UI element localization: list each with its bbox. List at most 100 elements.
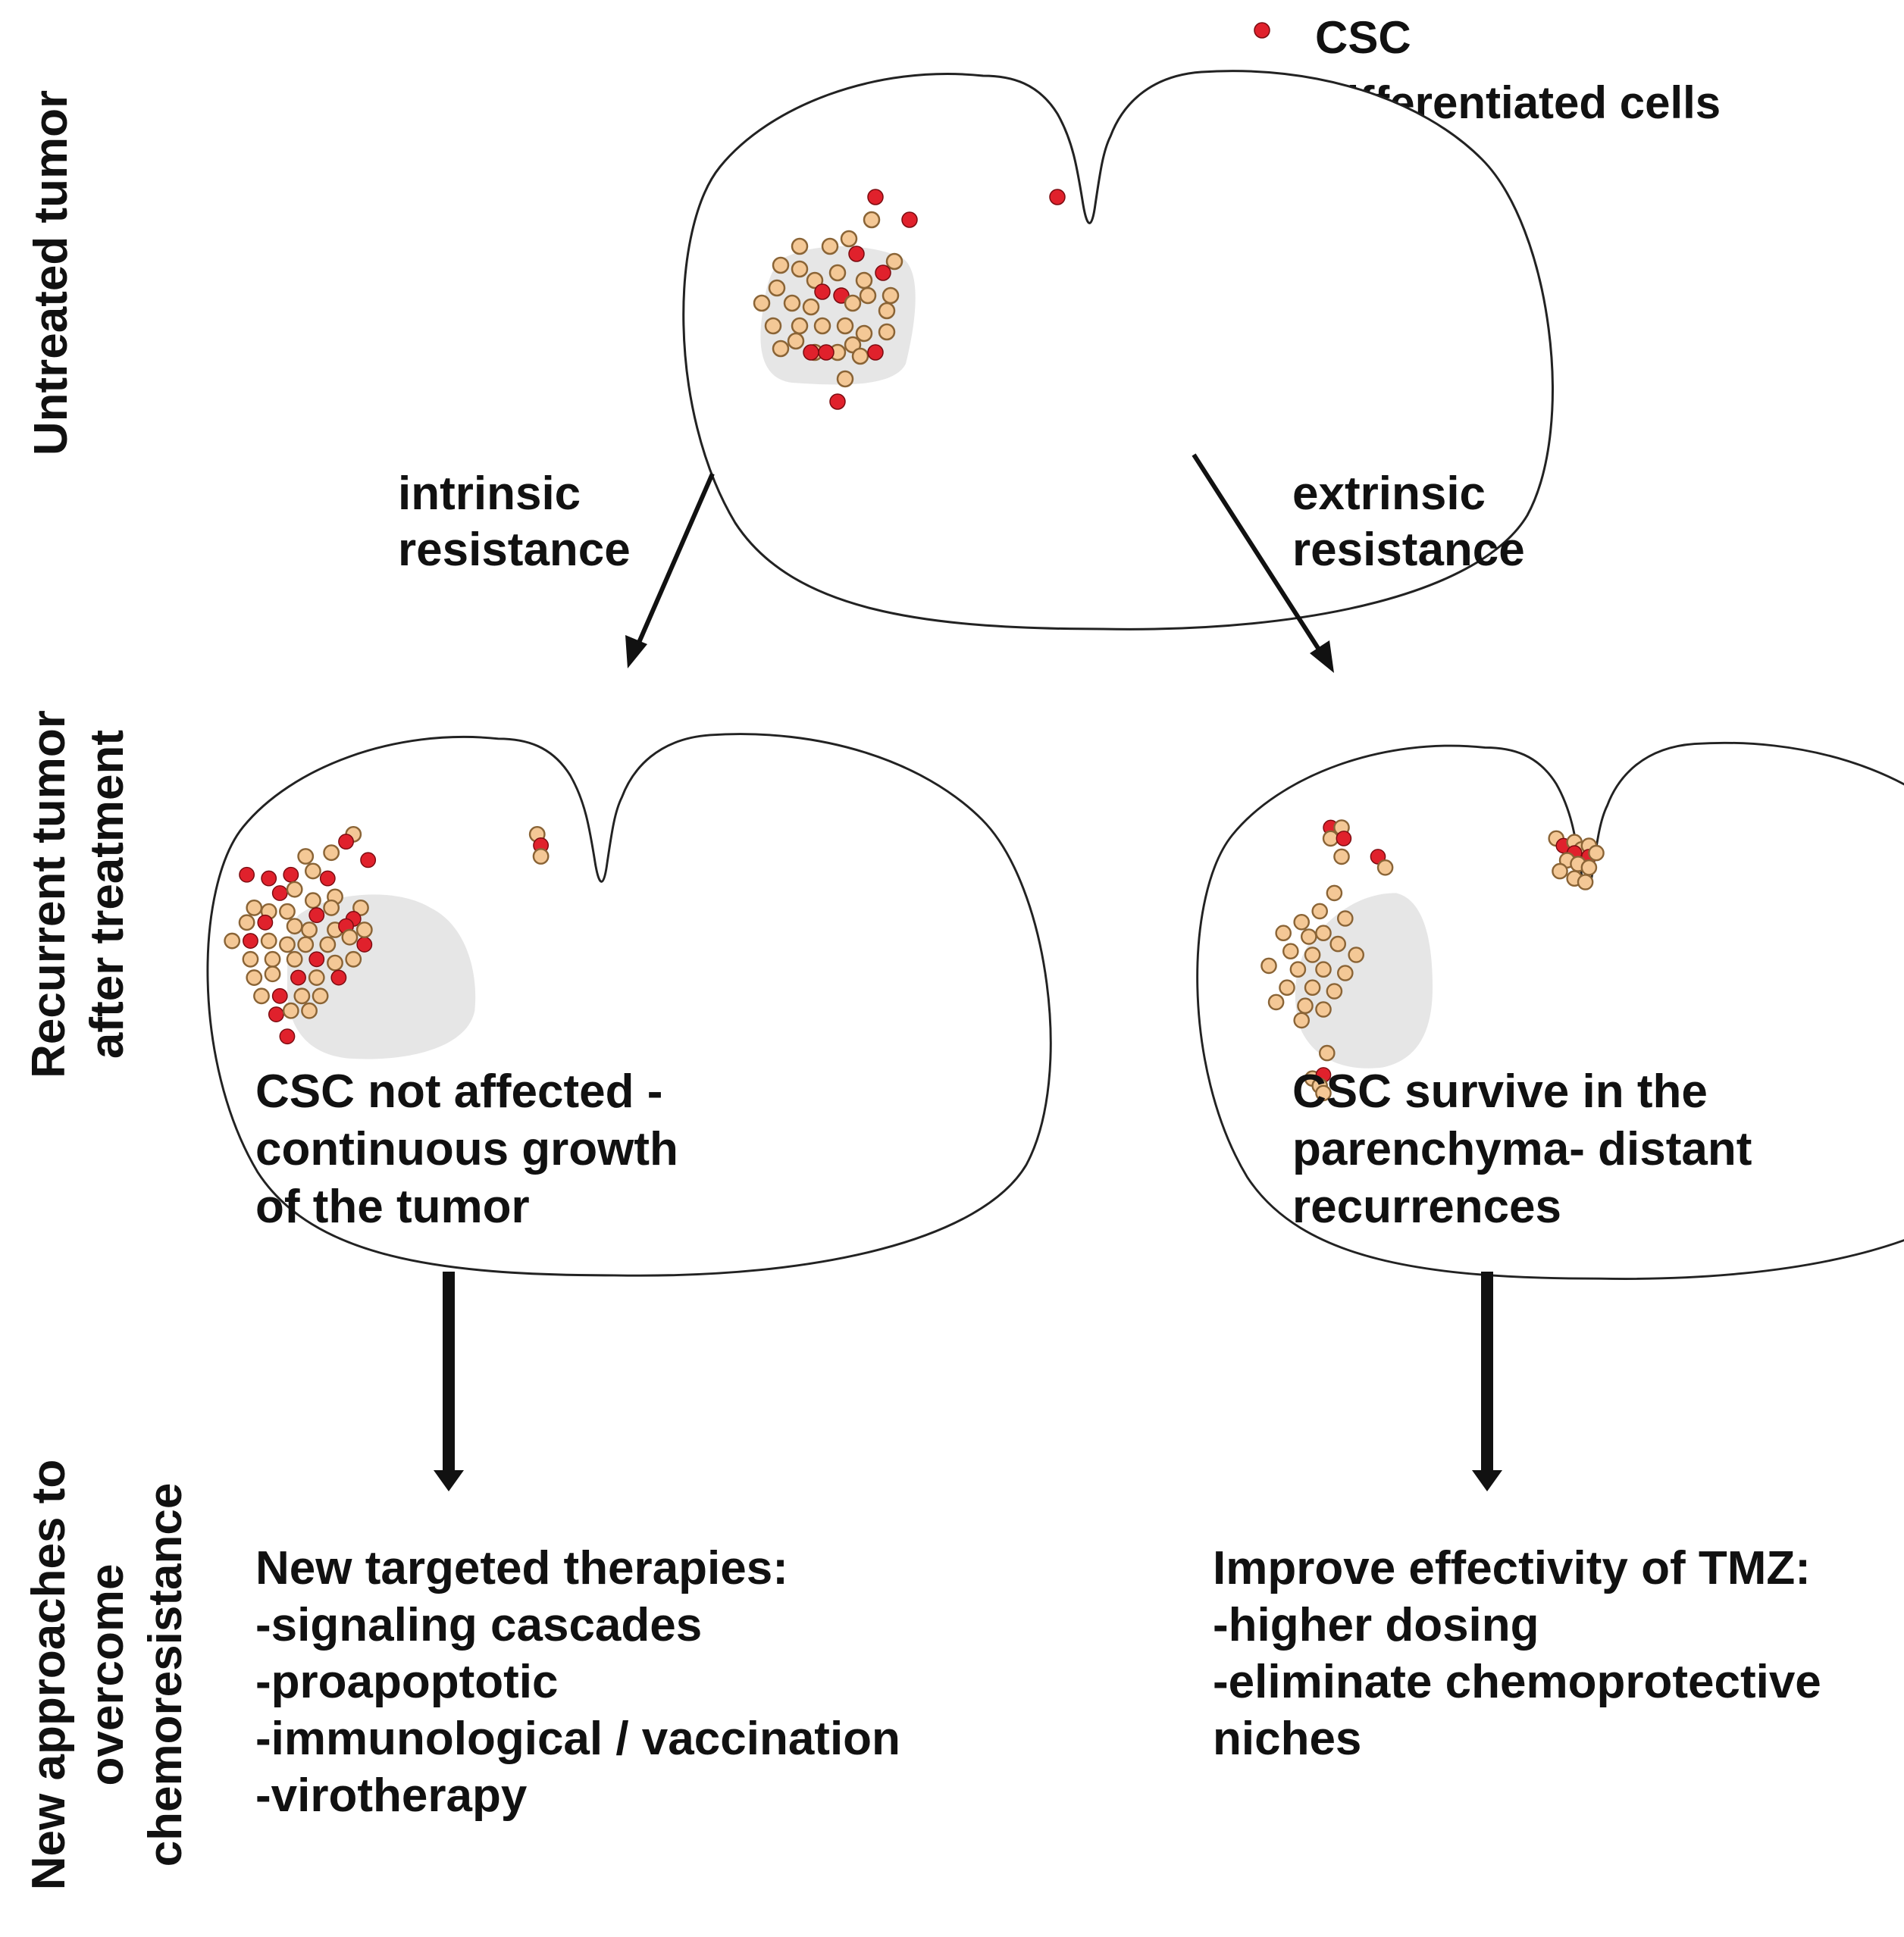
label-intrinsic-line-1: intrinsic bbox=[398, 468, 581, 520]
therapies-left-item-3: -immunological / vaccination bbox=[255, 1713, 900, 1765]
differentiated-cell bbox=[855, 324, 873, 343]
differentiated-cell bbox=[1333, 848, 1350, 865]
differentiated-cell bbox=[753, 294, 771, 312]
differentiated-cell bbox=[878, 302, 896, 320]
differentiated-cell bbox=[345, 950, 362, 968]
differentiated-cell bbox=[1267, 994, 1285, 1011]
csc-cell bbox=[1049, 189, 1066, 205]
cell-cluster bbox=[1260, 819, 1605, 1102]
differentiated-cell bbox=[1337, 965, 1354, 981]
differentiated-cell bbox=[1279, 979, 1295, 997]
differentiated-cell bbox=[791, 317, 809, 335]
csc-cell bbox=[1336, 831, 1352, 846]
csc-cell bbox=[308, 951, 325, 968]
csc-cell bbox=[814, 283, 831, 300]
differentiated-cell bbox=[1315, 925, 1332, 942]
side-label-recurrent-line-1: Recurrent tumor bbox=[23, 710, 75, 1078]
outcome-right: CSC survive in the parenchyma- distant r… bbox=[1292, 1066, 1752, 1233]
differentiated-cell bbox=[851, 347, 869, 365]
outcome-left-line-1: CSC not affected - bbox=[255, 1066, 662, 1118]
differentiated-cell bbox=[246, 969, 263, 986]
differentiated-cell bbox=[885, 252, 903, 271]
side-label-untreated-line: Untreated tumor bbox=[25, 90, 77, 455]
csc-cell bbox=[319, 870, 336, 887]
differentiated-cell bbox=[1552, 862, 1568, 880]
csc-cell bbox=[867, 189, 884, 205]
differentiated-cell bbox=[1315, 1084, 1332, 1102]
differentiated-cell bbox=[1282, 943, 1299, 960]
arrow-down-right bbox=[1472, 1272, 1502, 1491]
differentiated-cell bbox=[836, 370, 854, 388]
side-label-approaches: New approaches to overcome chemoresistan… bbox=[23, 1460, 192, 1890]
label-extrinsic-line-2: resistance bbox=[1292, 524, 1525, 576]
therapies-right-heading: Improve effectivity of TMZ: bbox=[1213, 1542, 1811, 1594]
csc-cell bbox=[283, 866, 299, 883]
differentiated-cell bbox=[264, 965, 281, 983]
side-label-untreated: Untreated tumor bbox=[25, 90, 77, 455]
differentiated-cell bbox=[286, 918, 303, 935]
csc-cell bbox=[818, 344, 835, 361]
differentiated-cell bbox=[1289, 961, 1307, 978]
differentiated-cell bbox=[1301, 928, 1317, 945]
differentiated-cell bbox=[253, 987, 270, 1005]
differentiated-cell bbox=[859, 286, 877, 305]
differentiated-cell bbox=[297, 936, 315, 953]
therapies-left-item-4: -virotherapy bbox=[255, 1770, 528, 1822]
side-label-recurrent: Recurrent tumor after treatment bbox=[23, 710, 133, 1078]
differentiated-cell bbox=[323, 899, 340, 916]
brain-recurrent-extrinsic bbox=[1196, 741, 1904, 1280]
csc-cell bbox=[308, 907, 325, 924]
differentiated-cell bbox=[768, 279, 786, 297]
differentiated-cell bbox=[813, 317, 831, 335]
differentiated-cell bbox=[1304, 979, 1321, 997]
differentiated-cell bbox=[312, 987, 329, 1005]
differentiated-cell bbox=[836, 317, 854, 335]
differentiated-cell bbox=[304, 892, 321, 909]
side-label-recurrent-line-2: after treatment bbox=[81, 730, 133, 1059]
differentiated-cell bbox=[1297, 997, 1314, 1015]
differentiated-cell bbox=[840, 230, 858, 248]
label-extrinsic-line-1: extrinsic bbox=[1292, 468, 1486, 520]
differentiated-cell bbox=[1337, 910, 1354, 927]
differentiated-cell bbox=[304, 862, 321, 880]
differentiated-cell bbox=[327, 954, 343, 972]
side-label-approaches-line-1: New approaches to bbox=[23, 1460, 75, 1890]
legend-csc-label: CSC bbox=[1315, 12, 1411, 63]
csc-cell bbox=[848, 246, 865, 262]
csc-cell bbox=[271, 987, 288, 1004]
differentiated-cell bbox=[783, 294, 801, 312]
csc-cell bbox=[243, 933, 258, 949]
differentiated-cell bbox=[863, 211, 881, 229]
arrow-intrinsic bbox=[625, 472, 715, 668]
differentiated-cell bbox=[1376, 859, 1394, 876]
outcome-right-line-2: parenchyma- distant bbox=[1292, 1123, 1752, 1175]
csc-cell bbox=[829, 393, 846, 410]
outcome-right-line-1: CSC survive in the bbox=[1292, 1066, 1708, 1118]
differentiated-cell bbox=[806, 271, 824, 289]
differentiated-cell bbox=[821, 237, 839, 255]
differentiated-cell bbox=[791, 237, 809, 255]
differentiated-cell bbox=[1588, 844, 1605, 862]
csc-cell bbox=[330, 969, 347, 986]
differentiated-cell bbox=[341, 928, 359, 946]
differentiated-cell bbox=[764, 317, 782, 335]
differentiated-cell bbox=[1315, 1001, 1332, 1018]
differentiated-cell bbox=[828, 264, 847, 282]
csc-cell bbox=[356, 936, 373, 953]
label-intrinsic-resistance: intrinsic resistance bbox=[398, 468, 631, 576]
differentiated-cell bbox=[1326, 884, 1343, 902]
differentiated-cell bbox=[1275, 925, 1292, 942]
differentiated-cell bbox=[1293, 1012, 1311, 1029]
label-intrinsic-line-2: resistance bbox=[398, 524, 631, 576]
csc-cell bbox=[261, 870, 277, 887]
outcome-right-line-3: recurrences bbox=[1292, 1181, 1561, 1233]
arrow-extrinsic bbox=[1192, 453, 1334, 673]
therapies-right-item-2: -eliminate chemoprotective bbox=[1213, 1656, 1821, 1708]
therapies-left: New targeted therapies: -signaling casca… bbox=[255, 1542, 900, 1822]
therapies-right-item-1: -higher dosing bbox=[1213, 1599, 1539, 1651]
differentiated-cell bbox=[282, 1002, 299, 1019]
differentiated-cell bbox=[319, 936, 337, 953]
label-extrinsic-resistance: extrinsic resistance bbox=[1292, 468, 1525, 576]
therapies-right: Improve effectivity of TMZ: -higher dosi… bbox=[1213, 1542, 1821, 1765]
